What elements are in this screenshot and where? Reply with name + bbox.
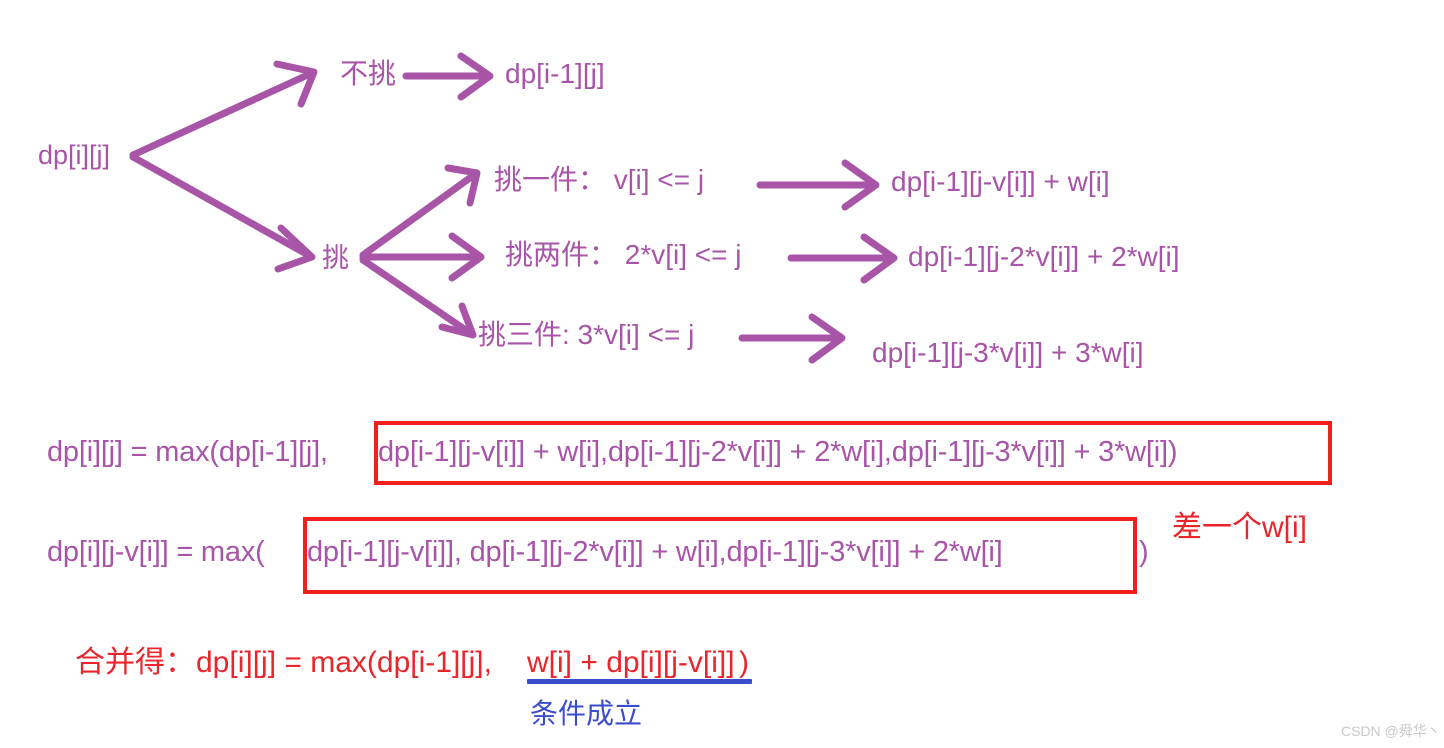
- arrow-pick-to-two: [359, 232, 485, 282]
- arrow-nopick-to-result: [402, 52, 494, 101]
- equation-1-boxed-expression: dp[i-1][j-v[i]] + w[i],dp[i-1][j-2*v[i]]…: [378, 436, 1178, 468]
- tree-pick-three-condition: 挑三件: 3*v[i] <= j: [478, 319, 695, 350]
- csdn-watermark: CSDN @舜华丶: [1341, 723, 1441, 739]
- tree-root-label: dp[i][j]: [38, 140, 111, 170]
- annotation-difference-note: 差一个w[i]: [1172, 511, 1307, 544]
- tree-pick-one-condition: 挑一件： v[i] <= j: [494, 164, 705, 195]
- arrow-cond1-to-result: [756, 159, 880, 211]
- tree-pick-three-result: dp[i-1][j-3*v[i]] + 3*w[i]: [872, 337, 1144, 368]
- arrow-cond2-to-result: [787, 233, 898, 284]
- conclusion-formula-head: dp[i][j] = max(dp[i-1][j],: [196, 646, 492, 679]
- arrow-root-to-nopick: [129, 60, 318, 159]
- equation-2-boxed-expression: dp[i-1][j-v[i]], dp[i-1][j-2*v[i]] + w[i…: [307, 536, 1003, 568]
- highlight-box-equation-1: [374, 421, 1332, 485]
- equation-2-prefix: dp[i][j-v[i]] = max(: [47, 536, 265, 568]
- tree-pick-one-result: dp[i-1][j-v[i]] + w[i]: [891, 166, 1110, 197]
- blue-underline-marker: [527, 679, 752, 684]
- equation-1-prefix: dp[i][j] = max(dp[i-1][j],: [47, 436, 328, 468]
- arrow-root-to-pick: [129, 153, 316, 273]
- arrow-pick-to-one: [359, 164, 481, 259]
- conclusion-formula-close: ): [739, 646, 749, 679]
- conclusion-formula-underlined: w[i] + dp[i][j-v[i]]: [527, 646, 735, 679]
- tree-branch-pick-label: 挑: [322, 243, 349, 273]
- tree-branch-no-pick-label: 不挑: [340, 58, 397, 89]
- conclusion-prefix: 合并得：: [75, 646, 195, 679]
- equation-2-suffix: ): [1139, 536, 1149, 568]
- condition-holds-note: 条件成立: [530, 698, 643, 729]
- tree-pick-two-condition: 挑两件： 2*v[i] <= j: [505, 239, 742, 270]
- tree-branch-no-pick-result: dp[i-1][j]: [505, 58, 605, 89]
- arrow-pick-to-three: [359, 256, 477, 339]
- highlight-box-equation-2: [303, 517, 1137, 594]
- arrow-cond3-to-result: [738, 313, 846, 364]
- tree-pick-two-result: dp[i-1][j-2*v[i]] + 2*w[i]: [908, 241, 1180, 272]
